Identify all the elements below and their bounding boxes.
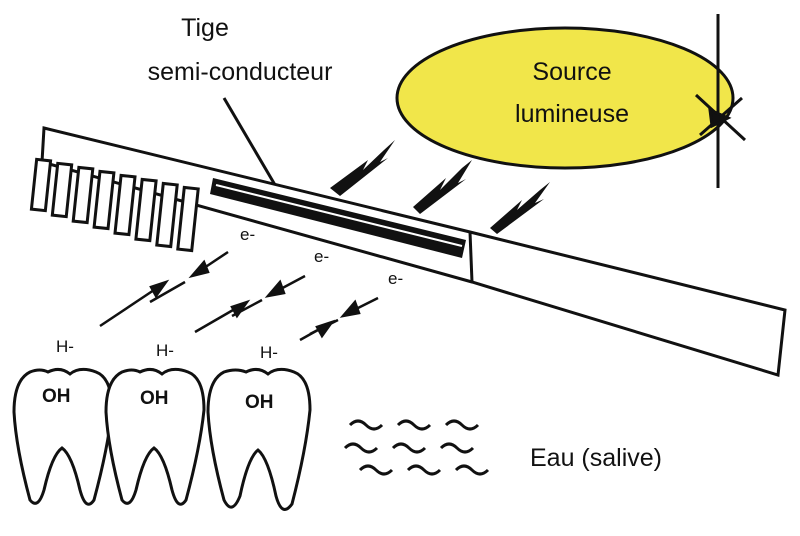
light-source-ellipse <box>395 26 735 170</box>
rod-label-line2: semi-conducteur <box>148 58 333 86</box>
electron-label-1: e- <box>240 225 255 244</box>
water-label: Eau (salive) <box>530 444 662 472</box>
hydride-label-1: H- <box>56 337 74 356</box>
hydroxyl-label-2: OH <box>140 388 169 409</box>
water-waves <box>343 419 490 476</box>
source-label-line1: Source <box>532 58 611 86</box>
electron-label-2: e- <box>314 247 329 266</box>
lightning-bolt-icon <box>330 140 550 234</box>
hydroxyl-label-3: OH <box>245 392 274 413</box>
electron-arrows <box>99 250 379 342</box>
toothbrush <box>29 126 787 377</box>
hydroxyl-label-1: OH <box>42 386 71 407</box>
rod-label-line1: Tige <box>181 14 229 42</box>
source-label-line2: lumineuse <box>515 100 629 128</box>
semiconductor-rod <box>210 178 466 258</box>
hydride-label-3: H- <box>260 343 278 362</box>
rod-pointer-line <box>222 97 280 191</box>
light-flash-icon <box>694 14 747 188</box>
tooth-3 <box>206 367 312 511</box>
hydride-label-2: H- <box>156 341 174 360</box>
tooth-1 <box>12 367 114 506</box>
teeth <box>12 367 312 511</box>
tooth-2 <box>104 367 206 506</box>
electron-label-3: e- <box>388 269 403 288</box>
semiconductor-rod-highlight <box>215 184 463 247</box>
